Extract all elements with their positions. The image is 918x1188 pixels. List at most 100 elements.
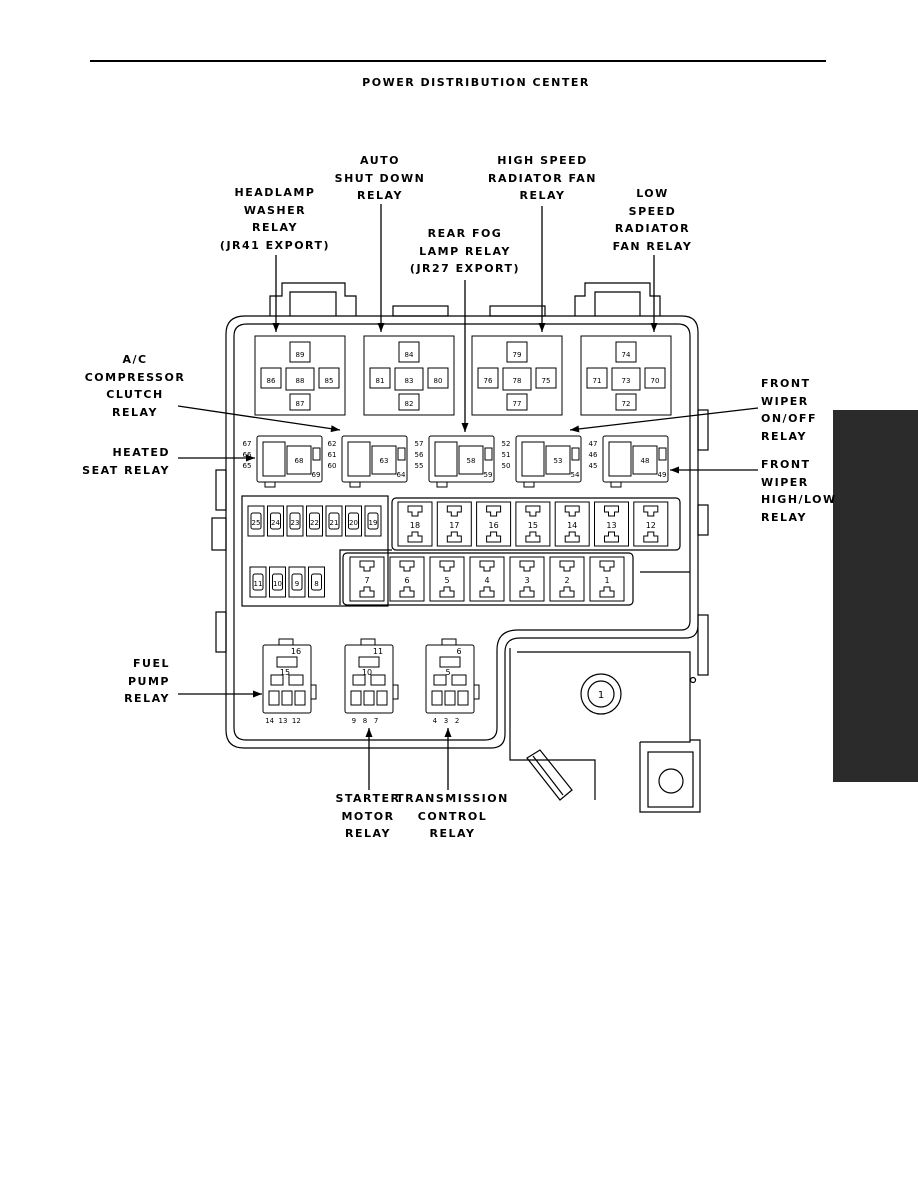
iso-relay-cavity	[344, 644, 394, 714]
maxi-fuse-top-clip	[359, 560, 375, 572]
iso-relay-terminal-mid	[270, 674, 304, 686]
maxi-fuse-bottom-clip	[439, 586, 455, 598]
leader-headlamp-washer-head	[272, 323, 280, 332]
iso-relay-pin-top: 16	[291, 647, 301, 656]
mini-fuse-cavity	[286, 505, 304, 537]
maxi-fuse-cavity	[633, 501, 669, 547]
housing-outline	[225, 315, 699, 749]
page-title: POWER DISTRIBUTION CENTER	[362, 76, 590, 89]
housing-inner-outline	[233, 323, 691, 741]
mini-relay-terminal-left	[434, 441, 458, 477]
mini-fuse-body	[367, 512, 379, 530]
label-fuel-pump-relay: FUEL PUMP RELAY	[124, 657, 170, 705]
relay-terminal-bottom	[398, 393, 420, 411]
mini-relay-foot	[610, 481, 622, 488]
mini-relay-side-pin: 52	[502, 440, 511, 448]
left-rib-2	[211, 517, 227, 551]
mini-relay-side-pin: 55	[415, 462, 424, 470]
mini-fuse-cavity	[288, 566, 306, 598]
iso-relay-pin-top: 11	[373, 647, 383, 656]
mini-relay-center-pin: 53	[554, 457, 563, 465]
maxi-fuse-bottom-clip	[559, 586, 575, 598]
maxi-fuse-cavity	[397, 501, 433, 547]
relay-terminal-center	[285, 367, 315, 391]
relay-terminal-right	[318, 367, 340, 389]
mount-slot-2	[489, 305, 546, 317]
mini-fuse-cavity	[345, 505, 362, 537]
mount-tab-left	[269, 282, 357, 316]
mini-fuse-cavity	[308, 566, 325, 598]
iso-relay-key	[278, 638, 294, 646]
mini-fuse-body	[309, 512, 320, 530]
leader-high-speed-fan-head	[538, 323, 546, 332]
mini-fuse-number: 21	[330, 519, 339, 527]
iso-relay-key	[360, 638, 376, 646]
relay-pin-top: 79	[513, 351, 522, 359]
mini-relay-terminal-left	[347, 441, 371, 477]
iso-relay-cavity	[425, 644, 475, 714]
mini-relay-corner-pin: 59	[484, 471, 493, 479]
lower-stud-circle	[658, 768, 684, 794]
maxi-fuse-top-clip	[564, 505, 580, 517]
maxi-fuse-bottom-clip	[359, 586, 375, 598]
lower-clip	[526, 749, 573, 801]
maxi-fuse-number: 4	[484, 576, 489, 585]
relay-terminal-left	[260, 367, 282, 389]
relay-pin-center: 88	[296, 377, 305, 385]
mini-relay-cavity	[515, 435, 582, 483]
large-relay-cavity	[363, 335, 455, 416]
label-headlamp-washer-relay: HEADLAMP WASHER RELAY (JR41 EXPORT)	[219, 186, 331, 252]
maxi-fuse-number: 14	[567, 521, 577, 530]
mini-relay-latch	[658, 447, 667, 461]
iso-relay-cavity	[262, 644, 312, 714]
maxi-fuse-top-clip	[446, 505, 462, 517]
large-relay-cavity	[254, 335, 346, 416]
mini-relay-side-pin: 51	[502, 451, 511, 459]
maxi-fuse-number: 15	[528, 521, 538, 530]
maxi-fuse-top-clip	[519, 560, 535, 572]
label-auto-shut-down-relay: AUTO SHUT DOWN RELAY	[334, 154, 426, 202]
mini-relay-latch	[397, 447, 406, 461]
maxi-fuse-block-bottom-frame	[342, 552, 634, 606]
iso-relay-pin-mid: 10	[362, 668, 372, 677]
mini-fuse-number: 11	[254, 580, 263, 588]
mount-tab-left-inner	[289, 291, 337, 316]
leader-starter-motor-head	[365, 728, 373, 737]
mini-relay-foot	[523, 481, 535, 488]
mini-relay-cavity	[428, 435, 495, 483]
maxi-fuse-top-clip	[399, 560, 415, 572]
relay-terminal-center	[611, 367, 641, 391]
relay-terminal-top	[398, 341, 420, 363]
relay-pin-top: 74	[622, 351, 631, 359]
leader-front-wiper-on-off	[569, 407, 759, 431]
iso-relay-pin-mid: 5	[445, 668, 450, 677]
right-rib-2	[697, 504, 709, 536]
mini-fuse-number: 19	[369, 519, 378, 527]
relay-pin-center: 78	[513, 377, 522, 385]
leader-front-wiper-high-low-head	[670, 466, 679, 474]
mini-relay-center-pin: 68	[295, 457, 304, 465]
mini-relay-side-pin: 46	[589, 451, 598, 459]
label-ac-compressor-clutch-relay: A/C COMPRESSOR CLUTCH RELAY	[84, 353, 186, 419]
mini-relay-terminal-left	[262, 441, 286, 477]
mini-relay-side-pin: 60	[328, 462, 337, 470]
mini-fuse-number: 23	[291, 519, 300, 527]
relay-terminal-top	[615, 341, 637, 363]
maxi-fuse-cavity	[469, 556, 505, 602]
mini-relay-foot	[436, 481, 448, 488]
mini-relay-side-pin: 65	[243, 462, 252, 470]
mini-fuse-number: 8	[314, 580, 318, 588]
maxi-fuse-number: 6	[404, 576, 409, 585]
label-heated-seat-relay: HEATED SEAT RELAY	[82, 446, 170, 477]
iso-relay-terminal-lower	[350, 690, 388, 706]
mount-slot-1	[392, 305, 449, 317]
stud-outer-ring	[580, 673, 622, 715]
mini-fuse-body	[328, 512, 340, 530]
mini-fuse-number: 20	[349, 519, 358, 527]
mini-relay-side-pin: 62	[328, 440, 337, 448]
iso-relay-terminal-upper	[439, 656, 461, 668]
mini-relay-center-pin: 48	[641, 457, 650, 465]
relay-pin-right: 80	[434, 377, 443, 385]
iso-relay-pin-row: 9 8 7	[352, 717, 379, 725]
mini-relay-side-pin: 61	[328, 451, 337, 459]
